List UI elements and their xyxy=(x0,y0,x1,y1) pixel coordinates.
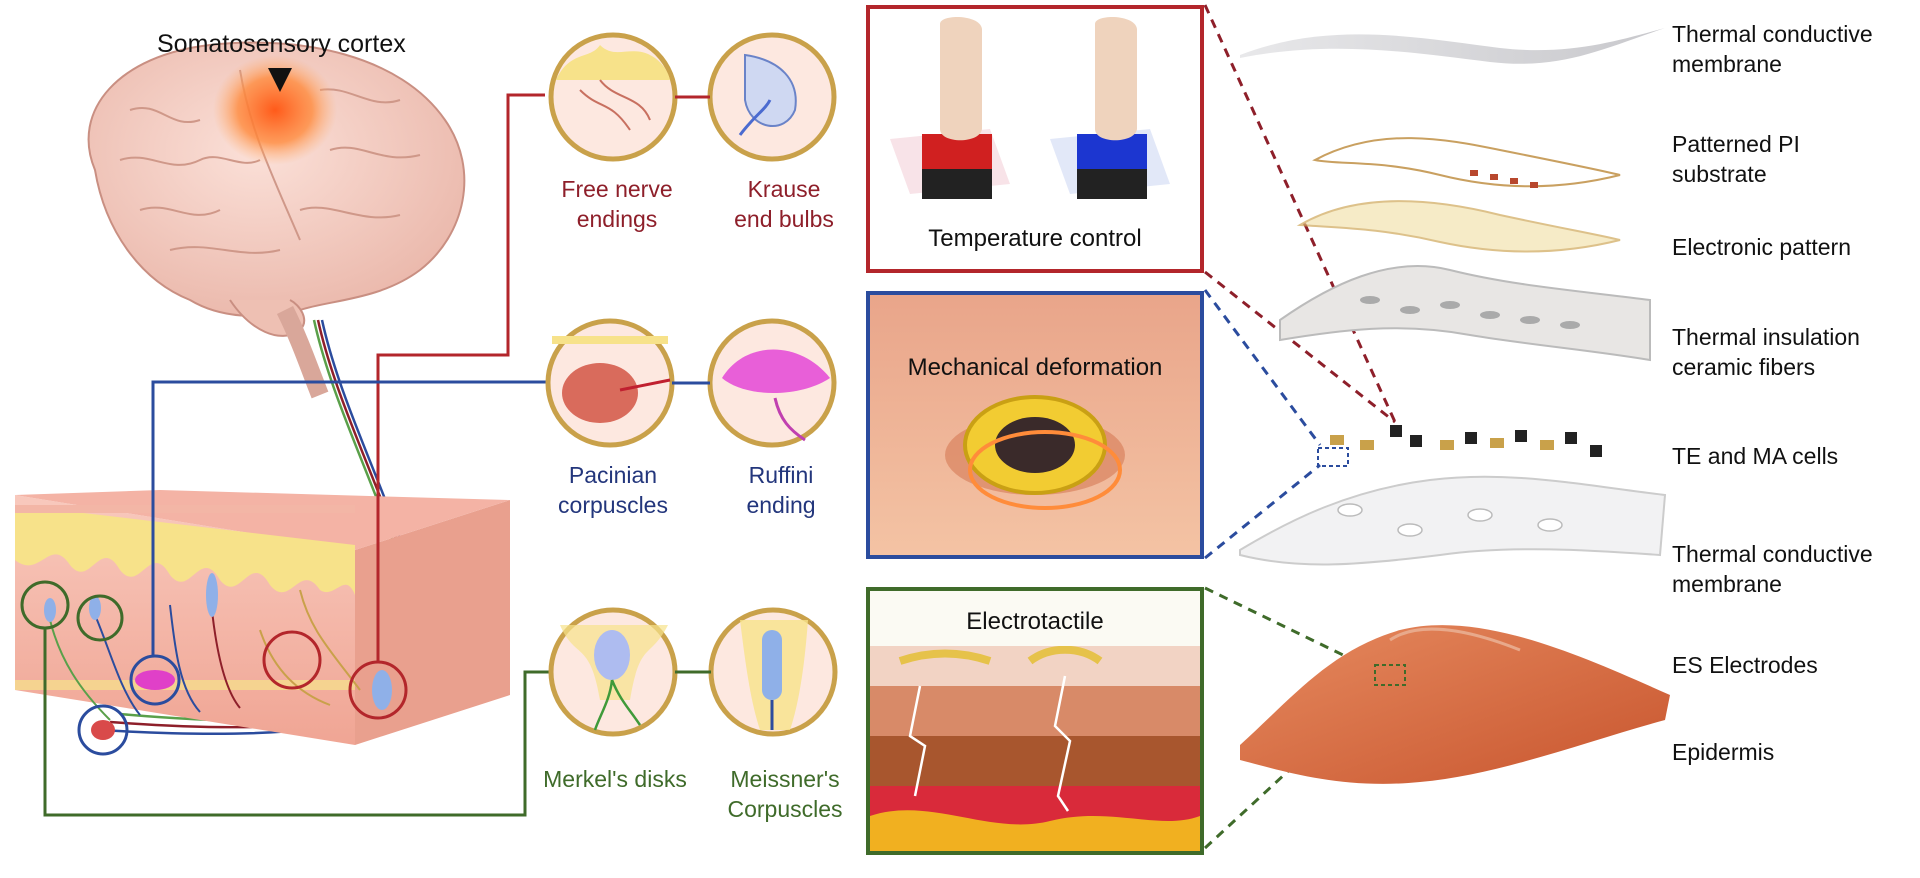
layer-label-te-ma-cells: TE and MA cells xyxy=(1672,443,1839,469)
layer-epidermis xyxy=(1240,625,1670,784)
layer-label-es-electrodes: ES Electrodes xyxy=(1672,652,1818,678)
layer-label-thermal-membrane-top: Thermal conductive membrane xyxy=(1672,21,1873,77)
temperature-control-label: Temperature control xyxy=(928,225,1142,252)
layer-stack xyxy=(1239,28,1670,784)
te-ma-highlight-box xyxy=(1317,447,1349,467)
cortex-arrow-icon xyxy=(268,68,292,92)
ruffini-ending-label: Ruffini ending xyxy=(746,462,816,519)
layer-label-patterned-pi: Patterned PI substrate xyxy=(1672,131,1800,187)
pacinian-corpuscles-label: Pacinian corpuscles xyxy=(558,462,668,519)
blue-connector xyxy=(151,380,548,656)
brain-illustration xyxy=(87,41,466,399)
free-nerve-endings-label: Free nerve endings xyxy=(561,176,673,233)
layer-label-thermal-membrane-bottom: Thermal conductive membrane xyxy=(1672,541,1873,597)
electrotactile-label: Electrotactile xyxy=(966,608,1104,635)
skin-cross-section xyxy=(15,490,510,745)
layer-thermal-membrane-top xyxy=(1240,28,1665,64)
es-highlight-box xyxy=(1374,664,1406,686)
layer-label-thermal-insulation: Thermal insulation ceramic fibers xyxy=(1672,324,1860,380)
layer-label-epidermis: Epidermis xyxy=(1672,739,1775,765)
layer-label-electronic-pattern: Electronic pattern xyxy=(1672,234,1851,260)
red-connector xyxy=(376,93,545,662)
electrotactile-panel: Electrotactile xyxy=(866,587,1204,855)
merkels-disks-label: Merkel's disks xyxy=(543,766,687,792)
meissners-corpuscles-label: Meissner's Corpuscles xyxy=(727,766,843,823)
receptor-detail-circles xyxy=(545,32,838,737)
cortex-highlight xyxy=(213,55,337,165)
temperature-control-panel: Temperature control xyxy=(866,5,1204,273)
somatosensory-cortex-label: Somatosensory cortex xyxy=(157,30,406,58)
krause-end-bulbs-label: Krause end bulbs xyxy=(734,176,834,233)
mechanical-deformation-label: Mechanical deformation xyxy=(907,354,1163,381)
green-connector xyxy=(43,628,550,817)
mechanical-deformation-panel: Mechanical deformation xyxy=(866,291,1204,559)
